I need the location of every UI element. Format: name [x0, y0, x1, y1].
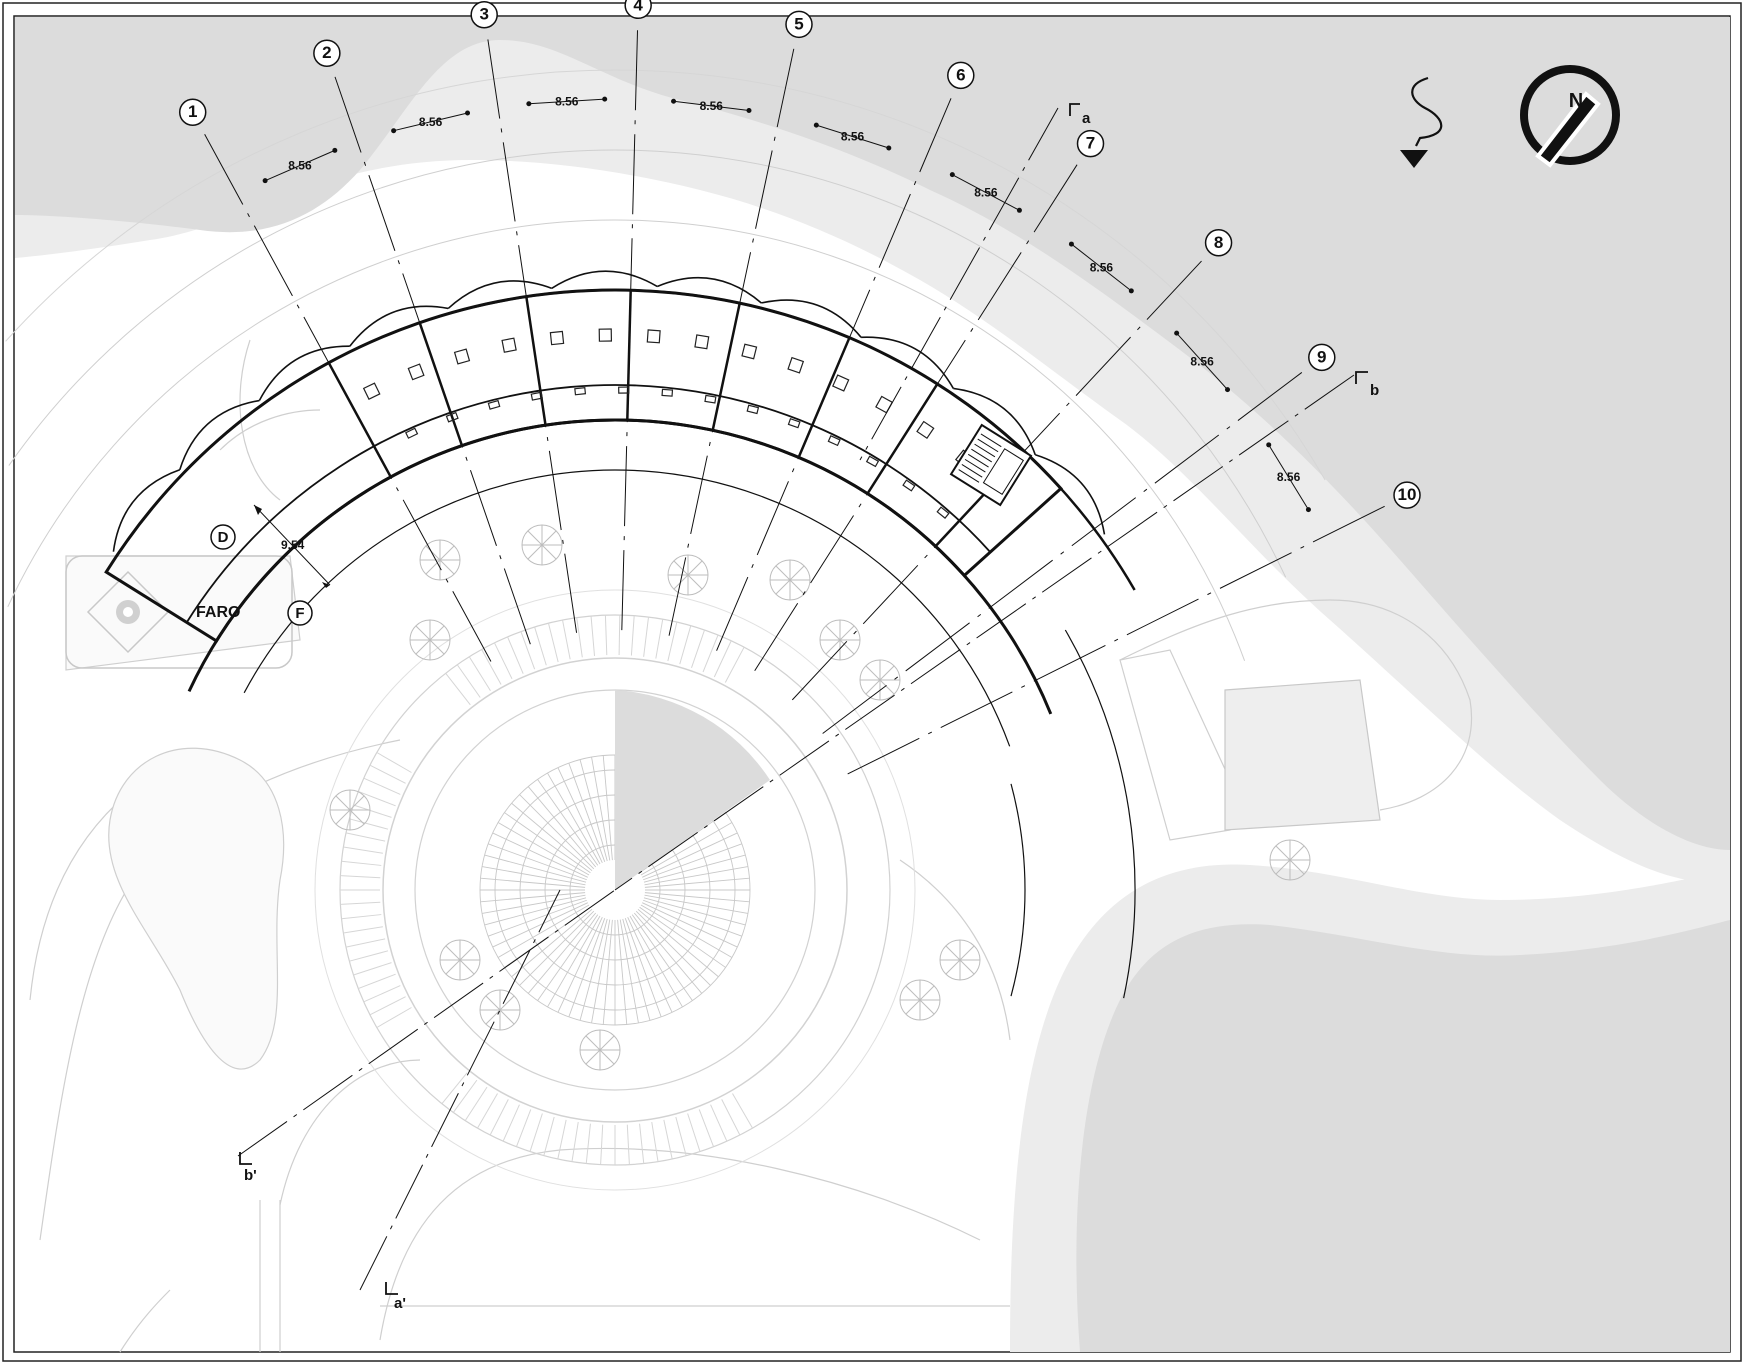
- sea-water: [15, 17, 1730, 882]
- faro-label: FARO: [196, 604, 240, 621]
- tree-icon: [521, 524, 563, 566]
- grid-bubble: 1: [178, 98, 207, 126]
- grid-label: 7: [1086, 134, 1095, 153]
- stair-core: [949, 423, 1033, 507]
- tree-icon: [769, 559, 811, 601]
- stairs-ring: [340, 615, 753, 1165]
- tree-icon: [819, 619, 861, 661]
- grid-bubble: 2: [313, 39, 341, 67]
- bay-dimension-label: 8.56: [700, 99, 724, 113]
- grid-label: 5: [794, 14, 803, 33]
- tree-icon: [899, 979, 941, 1021]
- faro-diamond: [86, 570, 170, 654]
- island-planter: [108, 747, 285, 1070]
- axis-bubble-d: [210, 524, 236, 550]
- north-label: N: [1569, 90, 1583, 112]
- building-outline: [104, 288, 1064, 644]
- grid-bubble: 7: [1076, 129, 1105, 158]
- axis-label-f: F: [295, 605, 304, 622]
- bay-dimension-label: 8.56: [1190, 354, 1214, 368]
- tree-icon: [329, 789, 371, 831]
- bay-dimension: 8.56: [813, 122, 892, 151]
- tree-icon: [939, 939, 981, 981]
- bay-dimension: 8.56: [671, 98, 752, 114]
- grid-line: [847, 505, 1385, 775]
- grid-label: 10: [1398, 485, 1417, 504]
- grid-bubble: 10: [1393, 481, 1421, 509]
- grid-label: 6: [956, 65, 965, 84]
- axis-label-d: D: [218, 529, 229, 546]
- tree-icon: [667, 554, 709, 596]
- bay-dimension-label: 8.56: [419, 115, 443, 129]
- grid-label: 2: [322, 43, 331, 62]
- bay-dimension-label: 8.56: [1277, 470, 1301, 484]
- central-plaza: [314, 589, 916, 1191]
- grid-bubble: 9: [1308, 343, 1336, 372]
- axis-dimension: 9.54: [281, 538, 305, 552]
- bay-dimension: 8.56: [949, 172, 1022, 213]
- tree-icon: [479, 989, 521, 1031]
- tree-icon: [409, 619, 451, 661]
- tree-icon: [419, 539, 461, 581]
- grid-bubbles: 1 2 3 4 5 6 7 8 9 10: [178, 0, 1421, 509]
- bay-dimensions: 8.56 8.56 8.56 8.56 8.56 8.56 8.56 8.56 8.56: [262, 94, 1311, 513]
- section-mark-a-prime: a': [394, 1295, 406, 1312]
- grid-label: 9: [1317, 347, 1326, 366]
- trees-group: [329, 524, 1311, 1071]
- arc-axis-labels: D F 9.54: [210, 504, 331, 626]
- bay-dimension-label: 8.56: [555, 94, 579, 108]
- grid-bubble: 5: [785, 10, 813, 39]
- tree-icon: [439, 939, 481, 981]
- bay-dimension: 8.56: [391, 110, 471, 134]
- lagoon-water: [1010, 864, 1730, 1352]
- section-mark-b-prime: b': [244, 1167, 257, 1184]
- bay-dimension: 8.56: [1068, 241, 1134, 294]
- grid-label: 8: [1214, 233, 1223, 252]
- tree-icon: [579, 1029, 621, 1071]
- wind-direction-icon: [1400, 76, 1443, 168]
- grid-line: [822, 372, 1303, 734]
- bay-dimension-label: 8.56: [288, 159, 312, 173]
- axis-bubble-f: [287, 600, 313, 626]
- bay-dimension-label: 8.56: [841, 130, 865, 144]
- section-marks: a b b' a': [237, 103, 1379, 1312]
- bay-dimension: 8.56: [526, 94, 608, 108]
- plaza-shaded-sector: [615, 690, 770, 890]
- lagoon: [1076, 920, 1730, 1352]
- grid-label: 3: [479, 5, 488, 24]
- bay-dimension: 8.56: [1174, 330, 1231, 393]
- section-mark-b: b: [1370, 382, 1379, 399]
- faro-platform: FARO: [65, 555, 293, 669]
- bay-dimension-label: 8.56: [1090, 260, 1114, 274]
- north-arrow-icon: N: [1520, 65, 1620, 168]
- axis-dim-line: [253, 504, 331, 586]
- grid-label: 4: [633, 0, 643, 14]
- section-mark-a: a: [1082, 110, 1091, 127]
- tree-icon: [1269, 839, 1311, 881]
- grid-bubble: 4: [624, 0, 652, 20]
- sea: [15, 17, 1730, 850]
- bay-dimension: 8.56: [1266, 442, 1311, 513]
- building-block: [5, 30, 1385, 999]
- grid-bubble: 8: [1204, 229, 1233, 257]
- bay-dimension-label: 8.56: [974, 185, 998, 199]
- grid-bubble: 6: [947, 61, 975, 90]
- grid-bubble: 3: [470, 0, 498, 29]
- tree-icon: [859, 659, 901, 701]
- grid-label: 1: [188, 102, 197, 121]
- bay-dimension: 8.56: [262, 147, 338, 184]
